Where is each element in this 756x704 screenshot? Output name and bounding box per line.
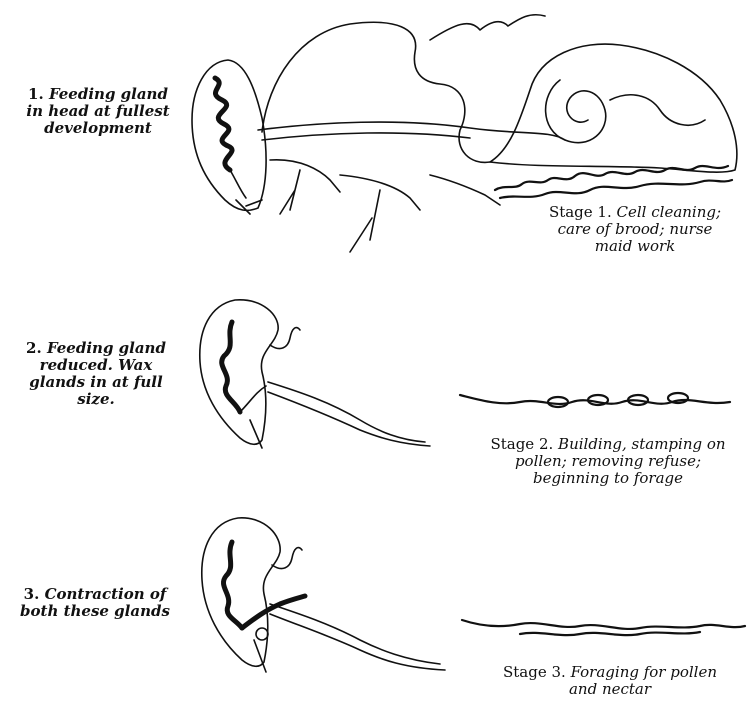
stage-1-abdomen-outline [490,44,737,172]
stage-caption-1-line-3: maid work [520,238,750,255]
gland-label-2: 2. Feeding gland reduced. Wax glands in … [6,340,186,408]
stage-2-comb-cell-1 [548,397,568,407]
stage-3-mouthparts [254,640,266,672]
stage-caption-1-line-2: care of brood; nurse [520,221,750,238]
stage-3-proboscis-lower [270,614,445,670]
stage-1-head-outline [192,60,266,210]
stage-caption-3-line-1: Foraging for pollen [571,663,717,681]
stage-2-proboscis [268,382,425,442]
stage-2-comb [460,395,730,404]
gland-label-3-line-1: Contraction of [45,585,167,603]
stage-3-bee-drawing [202,518,745,672]
stage-1-leg-front [270,160,340,214]
stage-caption-2-line-3: beginning to forage [462,470,754,487]
gland-label-2-line-2: reduced. Wax [6,357,186,374]
stage-1-gland-duct [230,170,246,198]
stage-1-thorax-crest [430,15,545,40]
stage-2-gland-duct [240,386,266,412]
stage-1-alimentary-canal-lower [262,133,470,140]
stage-2-proboscis-lower [268,392,430,446]
stage-1-thorax-outline [262,22,490,162]
stage-1-leg-middle [340,175,420,252]
stage-3-proboscis [270,604,440,664]
stage-1-gut-coil [546,80,606,143]
stage-2-head-outline [200,300,278,444]
gland-label-3-number: 3. [24,585,40,603]
stage-caption-2-lead: Stage 2. [490,435,553,453]
stage-caption-3: Stage 3. Foraging for pollen and nectar [466,664,754,698]
gland-label-1: 1. Feeding gland in head at fullest deve… [8,86,188,137]
stage-1-alimentary-canal [258,122,565,140]
gland-label-1-line-1: Feeding gland [49,85,168,103]
stage-2-bee-drawing [200,300,730,448]
stage-2-feeding-gland [222,322,240,412]
stage-3-head-outline [202,518,280,666]
gland-label-2-number: 2. [26,339,42,357]
stage-caption-2-line-2: pollen; removing refuse; [462,453,754,470]
stage-caption-1-line-1: Cell cleaning; [617,203,722,221]
gland-label-1-line-3: development [8,120,188,137]
stage-caption-2-line-1: Building, stamping on [558,435,726,453]
gland-label-3-line-2: both these glands [4,603,186,620]
stage-3-comb [462,620,745,629]
gland-label-2-line-3: glands in at full [6,374,186,391]
stage-caption-1-lead: Stage 1. [549,203,612,221]
stage-1-feeding-gland [215,78,232,170]
stage-caption-3-lead: Stage 3. [503,663,566,681]
stage-caption-1: Stage 1. Cell cleaning; care of brood; n… [520,204,750,255]
stage-caption-2: Stage 2. Building, stamping on pollen; r… [462,436,754,487]
gland-label-2-line-4: size. [6,391,186,408]
stage-1-gut-tube [610,95,705,125]
stage-caption-3-line-2: and nectar [466,681,754,698]
stage-1-leg-hind [430,175,500,205]
stage-3-feeding-gland [223,542,242,628]
gland-label-1-line-2: in head at fullest [8,103,188,120]
gland-label-1-number: 1. [28,85,44,103]
gland-label-2-line-1: Feeding gland [47,339,166,357]
gland-label-3: 3. Contraction of both these glands [4,586,186,620]
stage-3-antenna [272,548,302,569]
stage-3-gland-node [256,628,268,640]
stage-3-comb-lower [520,632,700,635]
